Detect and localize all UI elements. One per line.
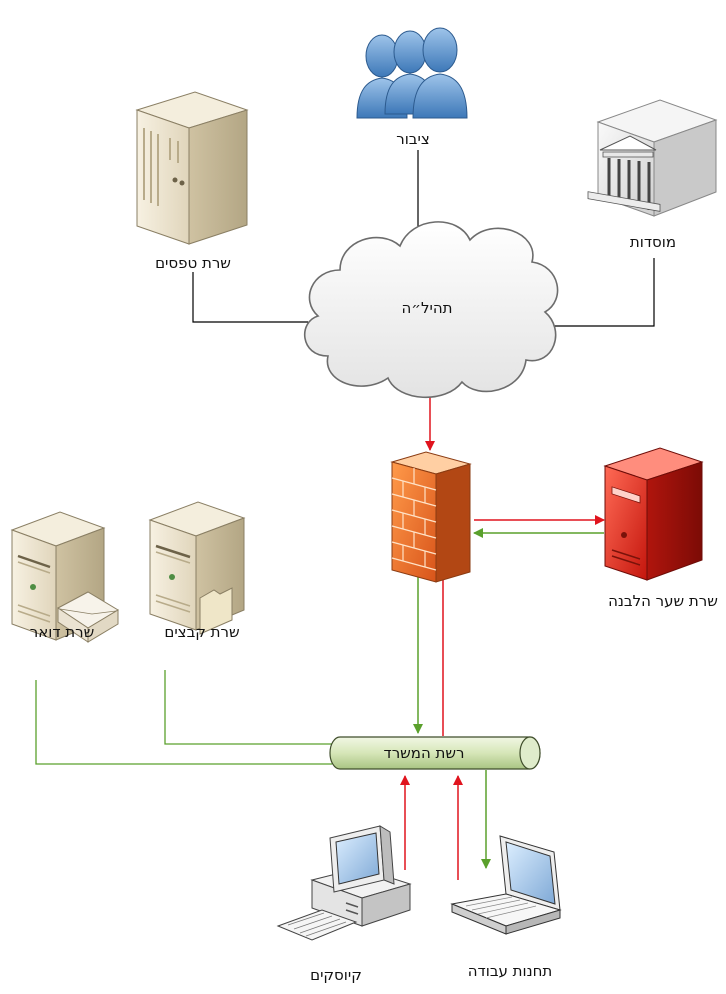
laptop-icon [450, 835, 562, 935]
forms-server-icon [135, 91, 249, 245]
users-icon [356, 27, 468, 119]
workstations-label: תחנות עבודה [467, 962, 553, 980]
envelope-icon [57, 591, 119, 643]
institutions-label: מוסדות [629, 233, 677, 251]
public-label: ציבור [396, 130, 430, 148]
network-pipe-icon [329, 736, 541, 770]
kiosks-label: קיוסקים [310, 966, 362, 984]
gateway-server-icon [603, 447, 704, 581]
forms-server-to-internet-link [192, 272, 308, 323]
institutions-icon [587, 99, 718, 217]
office-network-label: רשת המשרד [383, 744, 465, 762]
cloud-icon [304, 221, 559, 399]
file-server-label: שרת קבצים [164, 623, 240, 641]
internet-label: תהיל״ה [401, 299, 453, 317]
desktop-computer-icon [276, 825, 412, 941]
institutions-to-internet-link [548, 258, 655, 327]
firewall-icon [390, 451, 472, 583]
forms-server-label: שרת טפסים [155, 254, 231, 272]
file-server-to-network-link [164, 670, 332, 745]
folder-icon [199, 587, 233, 635]
whitening-gateway-label: שרת שער הלבנה [608, 592, 718, 610]
mail-server-to-network-link [35, 680, 332, 765]
mail-server-label: שרת דואר [29, 623, 95, 641]
links [35, 150, 655, 880]
